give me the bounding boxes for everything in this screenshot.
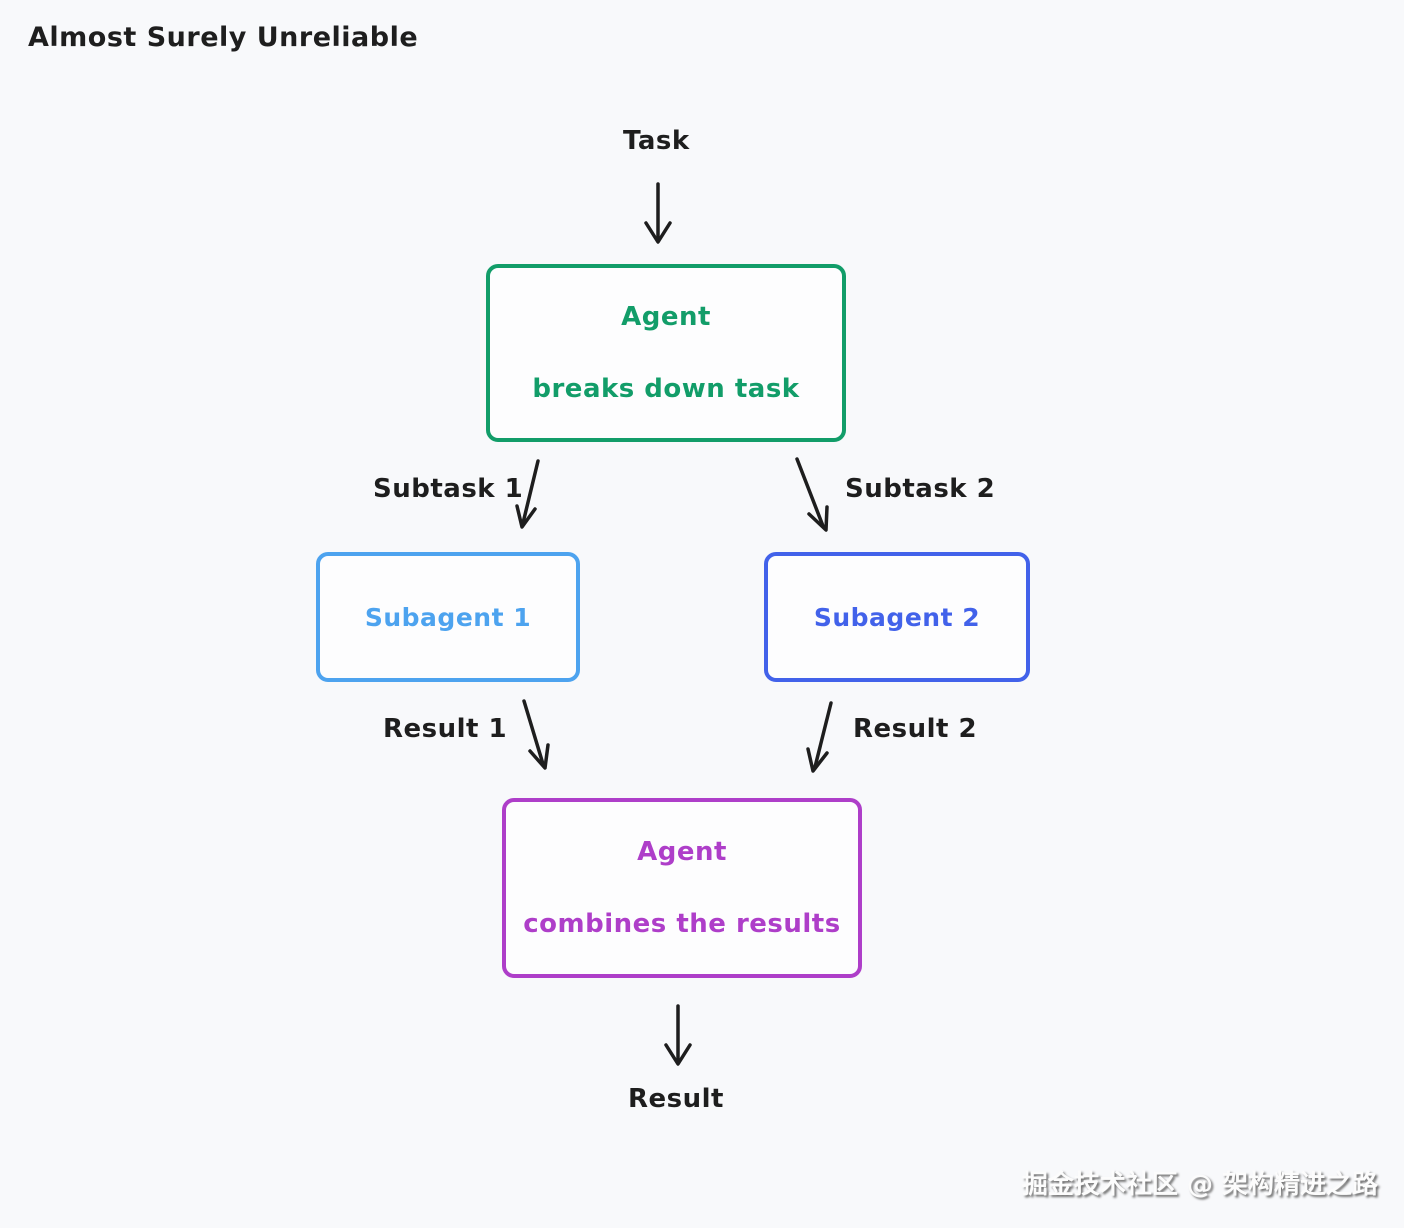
agent-breakdown-subtitle: breaks down task xyxy=(532,374,800,404)
arrow-subagent1-to-combine xyxy=(522,699,550,770)
agent-combine-title: Agent xyxy=(637,837,727,867)
watermark: 掘金技术社区 @ 架构精进之路 xyxy=(1021,1170,1378,1200)
arrow-combine-to-result xyxy=(664,1004,692,1066)
subtask1-edge-label: Subtask 1 xyxy=(373,474,524,504)
diagram-title: Almost Surely Unreliable xyxy=(28,22,419,53)
result-label: Result xyxy=(628,1084,724,1114)
agent-combine-box: Agent combines the results xyxy=(502,798,862,978)
agent-combine-subtitle: combines the results xyxy=(523,909,841,939)
subagent1-label: Subagent 1 xyxy=(364,602,532,632)
subtask2-edge-label: Subtask 2 xyxy=(845,474,996,504)
arrow-subagent2-to-combine xyxy=(806,701,833,773)
arrow-agent-to-subagent2 xyxy=(795,457,829,532)
agent-breakdown-box: Agent breaks down task xyxy=(486,264,846,442)
result2-edge-label: Result 2 xyxy=(853,714,978,744)
subagent2-box: Subagent 2 xyxy=(764,552,1030,682)
result1-edge-label: Result 1 xyxy=(383,714,508,744)
arrow-task-to-agent xyxy=(644,182,672,244)
task-label: Task xyxy=(623,126,690,156)
subagent1-box: Subagent 1 xyxy=(316,552,580,682)
agent-breakdown-title: Agent xyxy=(621,302,711,332)
subagent2-label: Subagent 2 xyxy=(813,602,981,632)
